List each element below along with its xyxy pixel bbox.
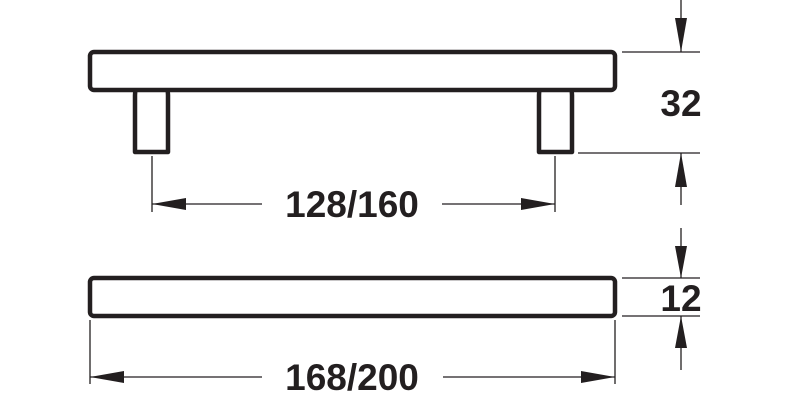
- projection-arrow-bottom: [675, 153, 687, 187]
- bar-diameter-label: 12: [660, 278, 701, 319]
- overall-length-dimension: 168/200: [89, 320, 616, 398]
- overall-length-arrow-left: [90, 371, 124, 383]
- overall-length-label: 168/200: [285, 357, 419, 398]
- bar-diameter-arrow-top: [675, 246, 687, 278]
- projection-dimension: 32: [578, 0, 702, 205]
- hole-spacing-dimension: 128/160: [151, 156, 556, 225]
- bar-diameter-dimension: 12: [622, 228, 702, 370]
- projection-label: 32: [660, 83, 701, 124]
- projection-arrow-top: [675, 18, 687, 52]
- hole-spacing-arrow-right: [521, 198, 555, 210]
- hole-spacing-label: 128/160: [285, 184, 419, 225]
- handle-bar-top-view: [87, 275, 618, 319]
- handle-side-view: [87, 49, 618, 155]
- overall-length-arrow-right: [581, 371, 615, 383]
- bar-diameter-arrow-bottom: [675, 316, 687, 348]
- hole-spacing-arrow-left: [152, 198, 186, 210]
- handle-bar: [87, 49, 618, 93]
